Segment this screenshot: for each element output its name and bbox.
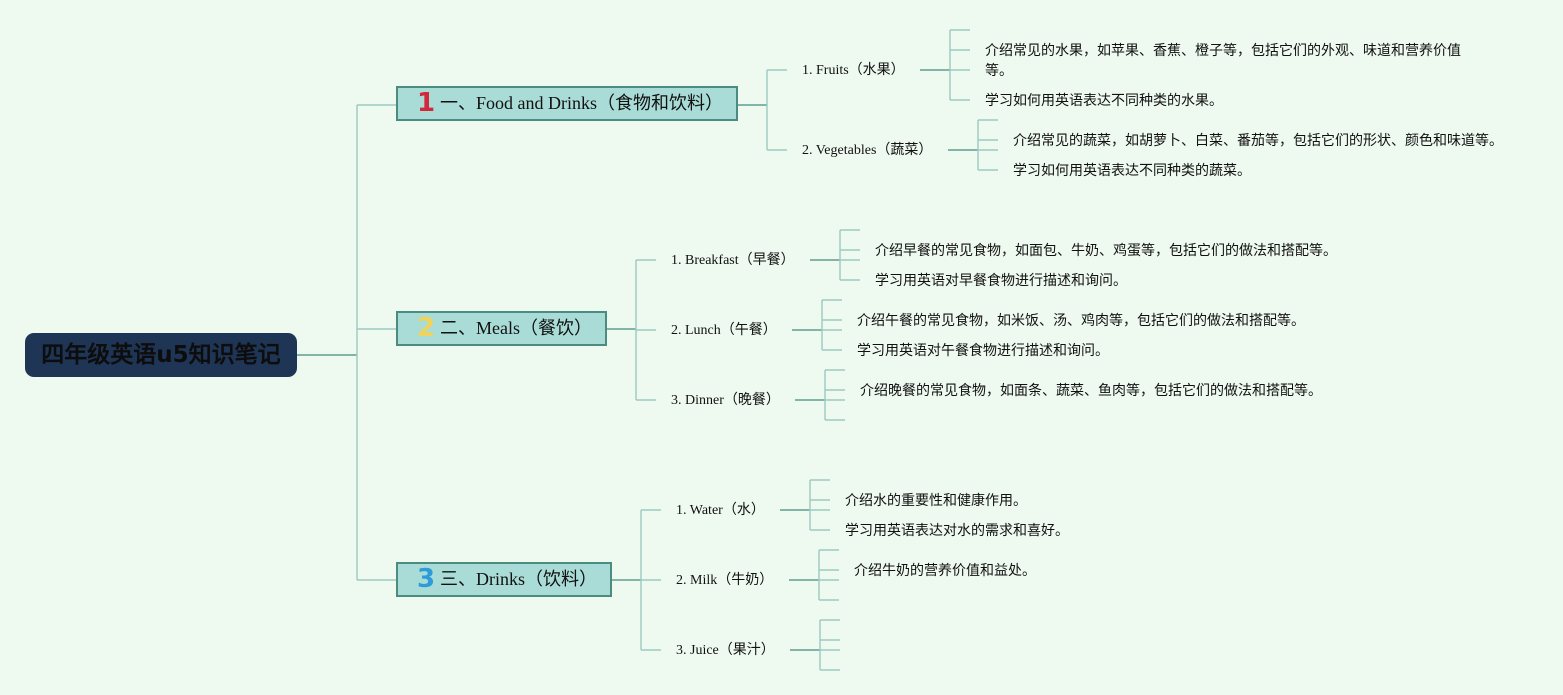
leaf-fruits-learn[interactable]: 学习如何用英语表达不同种类的水果。 (985, 93, 1223, 109)
branch-drinks[interactable]: 3 三、Drinks（饮料） (396, 562, 612, 597)
subtopic-juice[interactable]: 3. Juice（果汁） (676, 643, 775, 658)
leaf-vegetables-intro[interactable]: 介绍常见的蔬菜，如胡萝卜、白菜、番茄等，包括它们的形状、颜色和味道等。 (1013, 133, 1503, 149)
branch-number-3: 3 (417, 564, 436, 594)
leaf-water-learn[interactable]: 学习用英语表达对水的需求和喜好。 (845, 523, 1069, 539)
leaf-vegetables-learn[interactable]: 学习如何用英语表达不同种类的蔬菜。 (1013, 163, 1251, 179)
root-node[interactable]: 四年级英语u5知识笔记 (25, 333, 297, 377)
subtopic-lunch[interactable]: 2. Lunch（午餐） (671, 323, 777, 338)
subtopic-fruits[interactable]: 1. Fruits（水果） (802, 63, 905, 78)
subtopic-vegetables[interactable]: 2. Vegetables（蔬菜） (802, 143, 933, 158)
branch-food-and-drinks[interactable]: 1 一、Food and Drinks（食物和饮料） (396, 86, 738, 121)
leaf-water-intro[interactable]: 介绍水的重要性和健康作用。 (845, 493, 1027, 509)
branch-label: 二、Meals（餐饮） (440, 318, 592, 338)
branch-number-1: 1 (417, 88, 436, 118)
subtopic-water[interactable]: 1. Water（水） (676, 503, 765, 518)
leaf-dinner-intro[interactable]: 介绍晚餐的常见食物，如面条、蔬菜、鱼肉等，包括它们的做法和搭配等。 (860, 383, 1322, 399)
branch-number-2: 2 (417, 313, 436, 343)
subtopic-milk[interactable]: 2. Milk（牛奶） (676, 573, 774, 588)
leaf-milk-intro[interactable]: 介绍牛奶的营养价值和益处。 (854, 563, 1036, 579)
leaf-breakfast-intro[interactable]: 介绍早餐的常见食物，如面包、牛奶、鸡蛋等，包括它们的做法和搭配等。 (875, 243, 1337, 259)
branch-meals[interactable]: 2 二、Meals（餐饮） (396, 311, 607, 346)
subtopic-breakfast[interactable]: 1. Breakfast（早餐） (671, 253, 795, 268)
leaf-breakfast-learn[interactable]: 学习用英语对早餐食物进行描述和询问。 (875, 273, 1127, 289)
leaf-lunch-intro[interactable]: 介绍午餐的常见食物，如米饭、汤、鸡肉等，包括它们的做法和搭配等。 (857, 313, 1305, 329)
branch-label: 一、Food and Drinks（食物和饮料） (440, 93, 723, 113)
branch-label: 三、Drinks（饮料） (440, 569, 597, 589)
leaf-fruits-intro[interactable]: 介绍常见的水果，如苹果、香蕉、橙子等，包括它们的外观、味道和营养价值等。 (985, 43, 1461, 79)
leaf-lunch-learn[interactable]: 学习用英语对午餐食物进行描述和询问。 (857, 343, 1109, 359)
subtopic-dinner[interactable]: 3. Dinner（晚餐） (671, 393, 780, 408)
